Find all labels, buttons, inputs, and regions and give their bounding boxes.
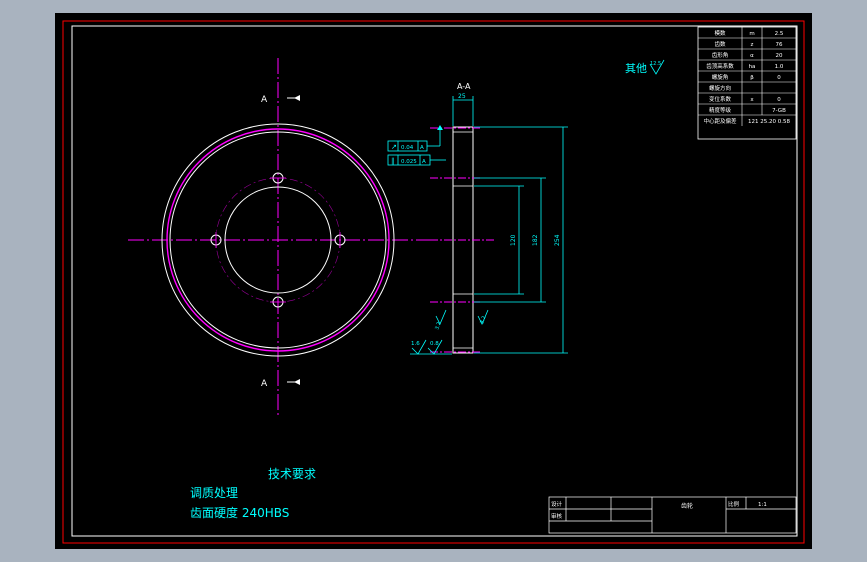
roughness-symbol bbox=[435, 309, 447, 325]
param-symbol: ha bbox=[749, 64, 756, 70]
tech-req-line1: 调质处理 bbox=[190, 486, 238, 500]
dim-width-top: 25 bbox=[458, 93, 466, 100]
parallel-datum: A bbox=[422, 159, 426, 165]
param-label: 齿顶高系数 bbox=[706, 62, 734, 70]
section-marker-top: A bbox=[261, 95, 268, 105]
front-view: A A bbox=[128, 58, 430, 418]
sheet-background bbox=[55, 13, 812, 549]
roughness-left-value: 1.6 bbox=[411, 341, 420, 347]
roughness-symbol bbox=[477, 309, 489, 325]
param-value: 20 bbox=[776, 53, 783, 59]
roughness-face-b: 3.2 bbox=[479, 315, 487, 325]
outer-circle bbox=[161, 123, 395, 357]
section-arrowhead-top bbox=[294, 95, 300, 101]
dim-inner-diameter: 120 bbox=[510, 234, 517, 246]
root-circle bbox=[169, 131, 387, 349]
leader-arrowhead bbox=[437, 125, 443, 130]
param-symbol: x bbox=[750, 97, 754, 103]
sheet-outer-border bbox=[62, 20, 805, 544]
param-symbol: α bbox=[750, 53, 754, 59]
param-label: 齿形角 bbox=[712, 51, 729, 59]
title-block-checked: 审核 bbox=[551, 512, 563, 520]
parallel-symbol: ∥ bbox=[391, 157, 395, 165]
param-label: 变位系数 bbox=[709, 95, 732, 103]
title-block-scale-label: 比例 bbox=[728, 500, 740, 508]
runout-symbol: ↗ bbox=[391, 143, 397, 151]
roughness-note-text: 其他 bbox=[625, 62, 647, 75]
parallel-value: 0.025 bbox=[401, 159, 417, 165]
title-block-frame bbox=[548, 496, 797, 534]
bore-circle bbox=[224, 186, 332, 294]
param-value: 0 bbox=[777, 97, 781, 103]
section-marker-bottom: A bbox=[261, 379, 268, 389]
section-view-label: A-A bbox=[457, 82, 471, 91]
roughness-right-value: 0.8 bbox=[430, 341, 439, 347]
param-label: 螺旋角 bbox=[712, 73, 729, 81]
section-view: A-A 25 120 182 254 bbox=[387, 82, 568, 355]
param-value: 2.5 bbox=[775, 31, 784, 37]
roughness-face-a: 3.2 bbox=[434, 321, 442, 331]
runout-value: 0.04 bbox=[401, 145, 414, 151]
param-label: 螺旋方向 bbox=[709, 84, 731, 92]
roughness-note-value: 12.5 bbox=[650, 61, 661, 67]
title-block-part-name: 齿轮 bbox=[681, 502, 693, 510]
param-value: 0 bbox=[777, 75, 781, 81]
runout-datum: A bbox=[420, 145, 424, 151]
param-label: 齿数 bbox=[714, 40, 726, 48]
param-symbol: β bbox=[750, 75, 754, 81]
title-block-scale-value: 1:1 bbox=[758, 502, 767, 508]
param-symbol: m bbox=[749, 31, 754, 37]
tech-req-title: 技术要求 bbox=[268, 467, 316, 481]
param-value: 7-GB bbox=[772, 108, 786, 114]
section-arrowhead-bottom bbox=[294, 379, 300, 385]
param-symbol: z bbox=[751, 42, 754, 48]
param-value: 121 25.20 0.58 bbox=[748, 119, 790, 125]
dim-mid-diameter: 182 bbox=[532, 234, 539, 246]
roughness-note-symbol bbox=[649, 59, 665, 75]
title-block bbox=[548, 496, 797, 534]
dim-outer-diameter: 254 bbox=[554, 234, 561, 246]
param-label: 精度等级 bbox=[709, 106, 732, 114]
param-value: 1.0 bbox=[775, 64, 784, 70]
title-block-drawn: 设计 bbox=[551, 500, 563, 508]
param-value: 76 bbox=[776, 42, 783, 48]
param-table: 模数 m 2.5 齿数 z 76 齿形角 α 20 齿顶高系数 ha 1.0 螺旋角 β 0 螺旋方向变位系数… bbox=[697, 26, 797, 140]
sheet-inner-border bbox=[71, 25, 798, 537]
tech-req-line2: 齿面硬度 240HBS bbox=[190, 505, 289, 520]
tech-requirements: 技术要求 调质处理 齿面硬度 240HBS bbox=[190, 467, 316, 520]
roughness-note: 其他 12.5 bbox=[625, 59, 665, 75]
pitch-circle bbox=[166, 128, 390, 352]
param-label: 模数 bbox=[714, 29, 726, 37]
param-label: 中心距及偏差 bbox=[703, 117, 737, 125]
param-table-frame bbox=[697, 26, 797, 140]
